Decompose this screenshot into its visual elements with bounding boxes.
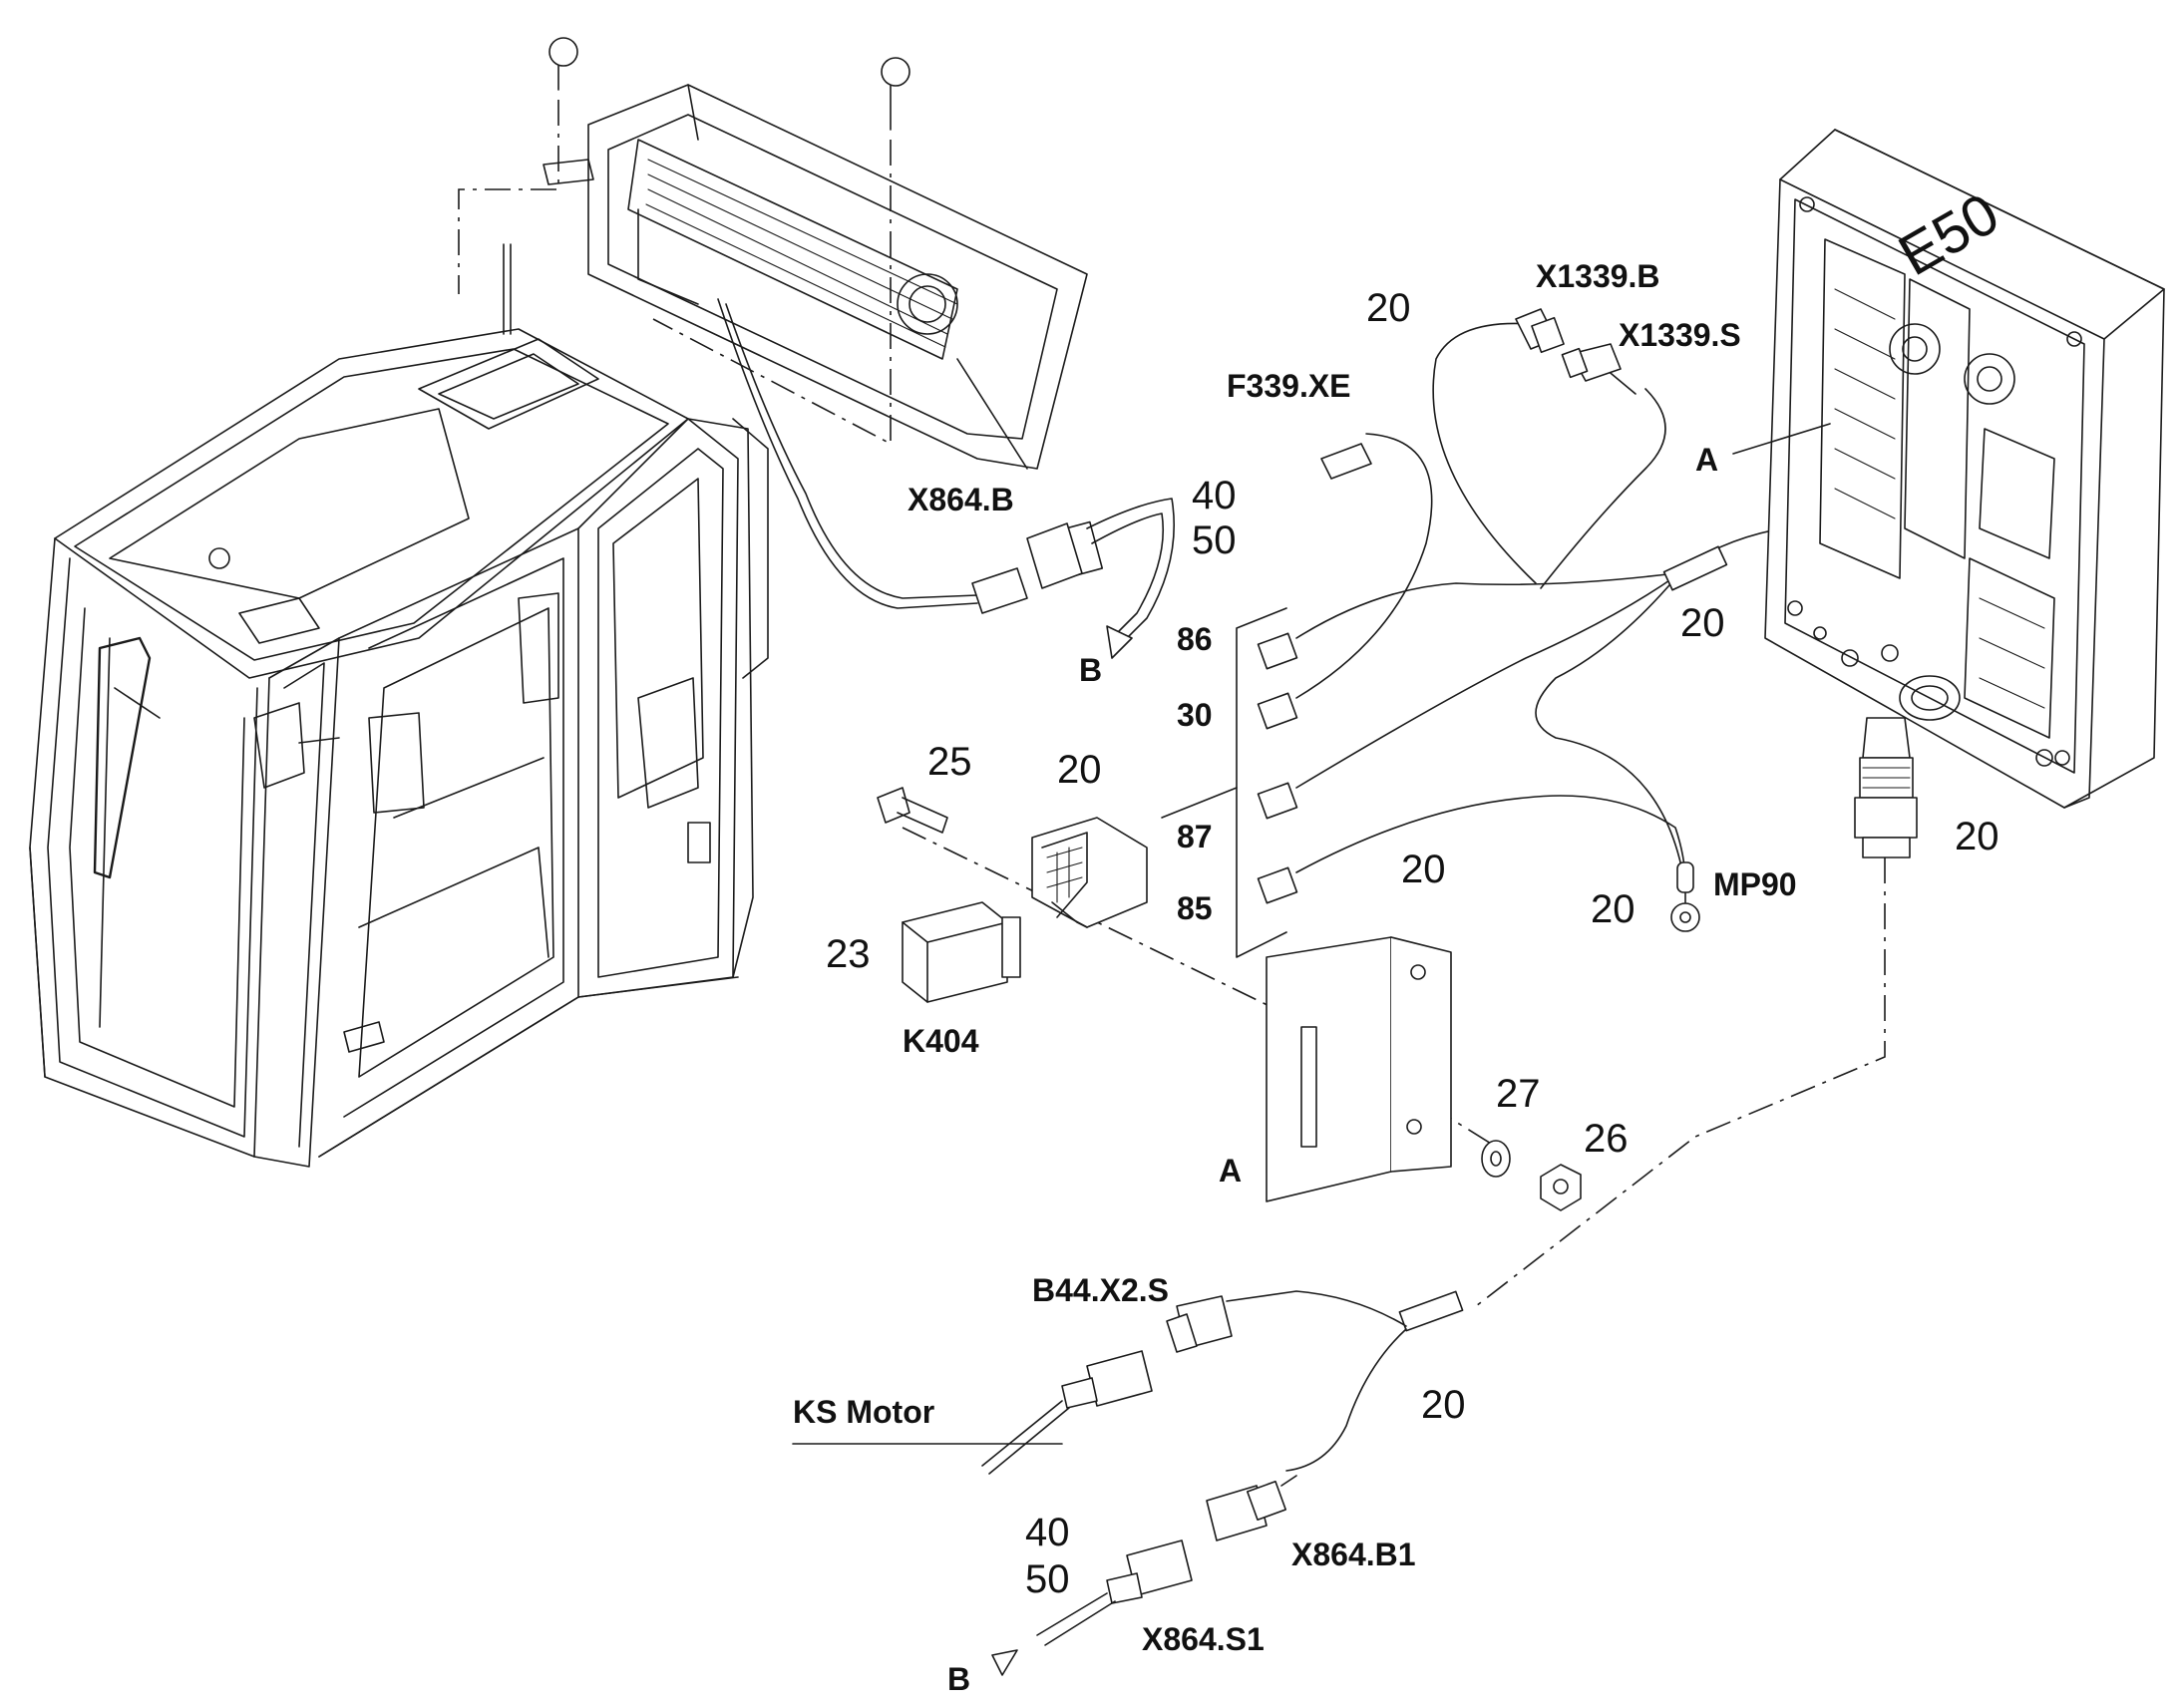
lower-harness (981, 1290, 1464, 1676)
callout-20-lower: 20 (1421, 1383, 1466, 1427)
callout-20-harness: 20 (1680, 601, 1725, 645)
cable-gland (1854, 717, 1918, 858)
callout-20-relaybase: 20 (1057, 748, 1102, 792)
operator-cab (29, 243, 769, 1168)
label-x864b1: X864.B1 (1291, 1537, 1416, 1572)
ac-hose (717, 298, 978, 609)
label-x1339b: X1339.B (1536, 258, 1660, 294)
air-conditioner-unit (543, 37, 1088, 470)
pin-87: 87 (1177, 819, 1213, 854)
label-f339xe: F339.XE (1227, 368, 1351, 404)
label-x1339s: X1339.S (1619, 317, 1741, 353)
callout-25: 25 (927, 740, 972, 784)
leader-a-right (1732, 423, 1831, 455)
label-b-top: B (1079, 652, 1102, 688)
pin-86: 86 (1177, 621, 1213, 657)
label-ks-motor: KS Motor (793, 1394, 934, 1430)
mounting-line-1 (458, 100, 559, 294)
gland-axis-line (1475, 857, 1886, 1307)
e50-electrical-box (1764, 129, 2165, 809)
callout-40-top: 40 (1192, 474, 1237, 517)
callout-20-gland: 20 (1955, 815, 1999, 858)
mounting-line-2 (652, 140, 892, 446)
label-a-right: A (1695, 442, 1718, 478)
callout-20-mp90: 20 (1591, 887, 1635, 931)
callout-20-pins: 20 (1401, 848, 1446, 891)
pin-group-bracket (1236, 607, 1287, 958)
label-x864b: X864.B (908, 482, 1014, 517)
callout-50-bottom: 50 (1025, 1557, 1070, 1601)
callout-40-bottom: 40 (1025, 1511, 1070, 1554)
x1339-connector-pair (1515, 308, 1622, 382)
callout-50-top: 50 (1192, 518, 1237, 562)
label-b44x2s: B44.X2.S (1032, 1272, 1169, 1308)
label-a-bracket: A (1219, 1153, 1242, 1189)
callout-20-x1339: 20 (1366, 286, 1411, 330)
x864b-connector-assembly (971, 498, 1175, 659)
relay-parts (877, 787, 1582, 1211)
callout-26: 26 (1584, 1117, 1629, 1161)
pin-30: 30 (1177, 697, 1213, 733)
label-b-bottom: B (947, 1661, 970, 1697)
callout-27: 27 (1496, 1072, 1541, 1116)
label-x864s1: X864.S1 (1142, 1621, 1265, 1657)
label-mp90: MP90 (1713, 866, 1797, 902)
label-k404: K404 (903, 1023, 979, 1059)
pin-85: 85 (1177, 890, 1213, 926)
relay-wire-harness (1257, 322, 1826, 932)
callout-23: 23 (826, 932, 871, 976)
